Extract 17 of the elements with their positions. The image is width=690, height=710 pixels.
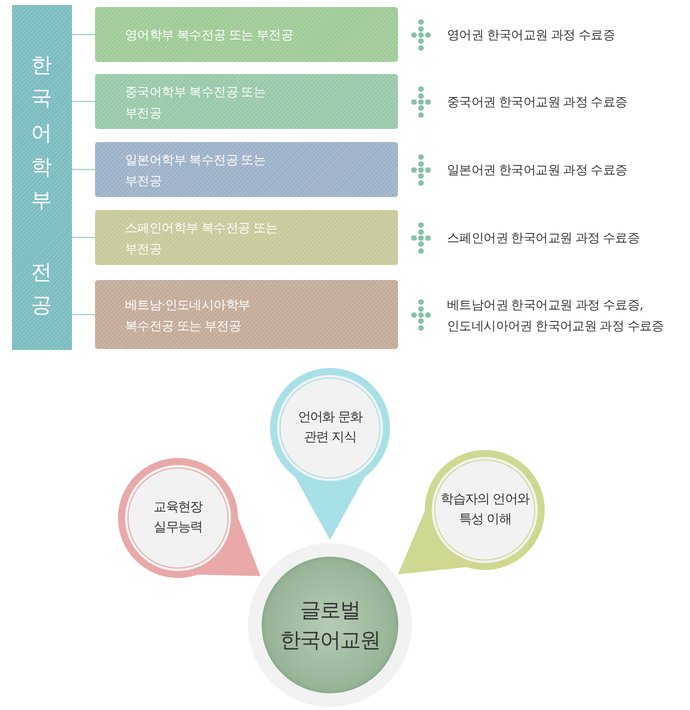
center-circle: 글로벌 한국어교원	[248, 543, 412, 707]
category-bar: 한국어학부 전공	[12, 5, 72, 350]
program-box: 일본어학부 복수전공 또는 부전공	[95, 142, 398, 197]
certificate-text: 중국어권 한국어교원 과정 수료증	[447, 80, 687, 124]
connector-line	[72, 314, 95, 316]
program-box: 중국어학부 복수전공 또는 부전공	[95, 74, 398, 129]
program-box: 영어학부 복수전공 또는 부전공	[95, 7, 398, 62]
connector-line	[72, 168, 95, 170]
connector-line	[72, 236, 95, 238]
program-box: 베트남·인도네시아학부 복수전공 또는 부전공	[95, 280, 398, 349]
certificate-text: 영어권 한국어교원 과정 수료증	[447, 12, 687, 56]
connector-line	[72, 34, 95, 36]
connector-line	[72, 100, 95, 102]
certificate-text: 스페인어권 한국어교원 과정 수료증	[447, 216, 687, 260]
certificate-text: 일본어권 한국어교원 과정 수료증	[447, 148, 687, 192]
certificate-text: 베트남어권 한국어교원 과정 수료증, 인도네시아어권 한국어교원 과정 수료증	[447, 292, 687, 336]
program-box: 스페인어학부 복수전공 또는 부전공	[95, 210, 398, 265]
